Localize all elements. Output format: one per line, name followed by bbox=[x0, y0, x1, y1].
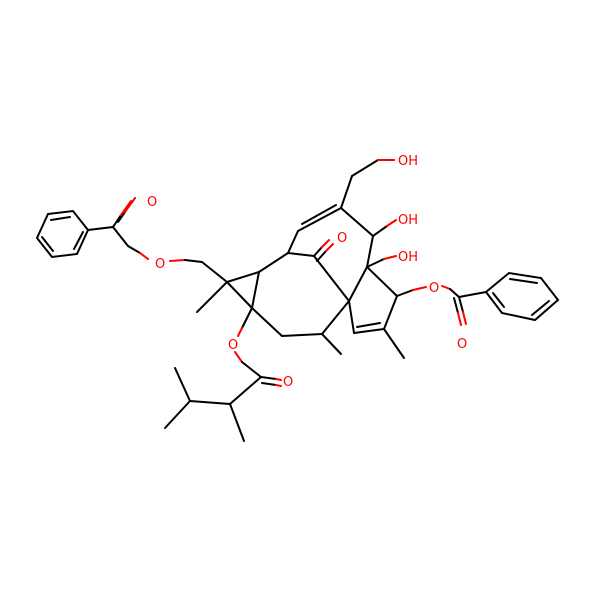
butanoate-carbonyl-oxygen-label: O bbox=[283, 375, 293, 390]
left-benzoyl-group bbox=[35, 197, 203, 263]
ketone-oxygen-label: O bbox=[337, 231, 347, 246]
left-phenyl-ring bbox=[35, 209, 90, 259]
left-benzoate-ester-oxygen-label: O bbox=[155, 257, 165, 272]
butanoate-ester-oxygen-label: O bbox=[228, 338, 238, 353]
ring-to-carbonyl-bond bbox=[87, 226, 114, 231]
ketone-and-upper-ring bbox=[287, 159, 397, 268]
right-phenyl-ring bbox=[484, 271, 560, 322]
atom-labels: OH OH OH O O O O O O O bbox=[147, 154, 467, 390]
right-benzoate-ester-oxygen-label: O bbox=[429, 281, 439, 296]
upper-hydroxyl-label: OH bbox=[398, 213, 418, 228]
cyclopropane-and-seven-ring bbox=[196, 252, 350, 355]
right-benzoyl-group bbox=[441, 271, 560, 326]
left-benzoate-carbonyl-oxygen-label: O bbox=[147, 195, 157, 210]
methylbutanoate-group bbox=[164, 307, 282, 442]
spiro-cyclopentene bbox=[348, 266, 427, 359]
right-benzoate-carbonyl-oxygen-label: O bbox=[457, 337, 467, 352]
hydroxymethyl-oh-label: OH bbox=[398, 154, 418, 169]
lower-hydroxyl-label: OH bbox=[398, 250, 418, 265]
